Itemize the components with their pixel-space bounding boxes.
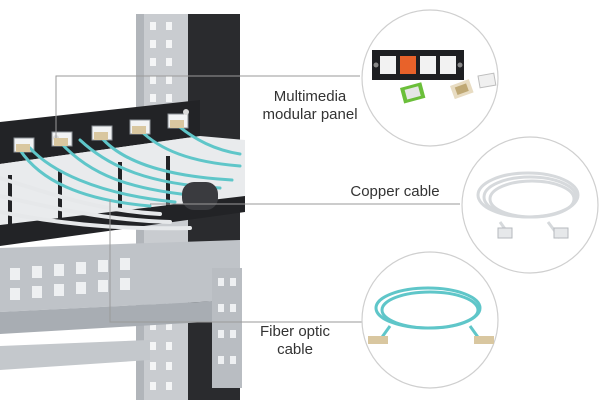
multimedia-label-line2: modular panel (262, 106, 358, 123)
fiber-optic-label: Fiber optic cable (240, 323, 350, 359)
fiber-coil-connectors (368, 336, 494, 344)
fiber-cables (18, 122, 242, 208)
copper-cables (0, 176, 192, 231)
fiber-label-line1: Fiber optic (259, 323, 331, 340)
copper-cable-coil-icon (476, 171, 580, 239)
multimedia-label-line1: Multimedia (273, 88, 347, 105)
callout-circles (361, 9, 599, 389)
multimedia-panel-label: Multimedia modular panel (250, 88, 370, 124)
velcro-strap (182, 182, 218, 210)
copper-connectors (497, 227, 569, 239)
multimedia-panel-icon (372, 50, 497, 104)
fiber-label-line2: cable (277, 341, 313, 358)
leader-lines (55, 75, 460, 323)
copper-label-text: Copper cable (350, 183, 440, 200)
copper-cable-label: Copper cable (335, 183, 455, 201)
fiber-connectors (16, 120, 184, 152)
